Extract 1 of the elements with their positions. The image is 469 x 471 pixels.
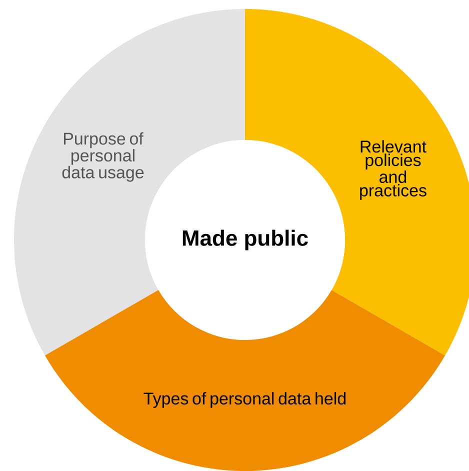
- donut-segment: Types of personal data held: [44, 290, 446, 471]
